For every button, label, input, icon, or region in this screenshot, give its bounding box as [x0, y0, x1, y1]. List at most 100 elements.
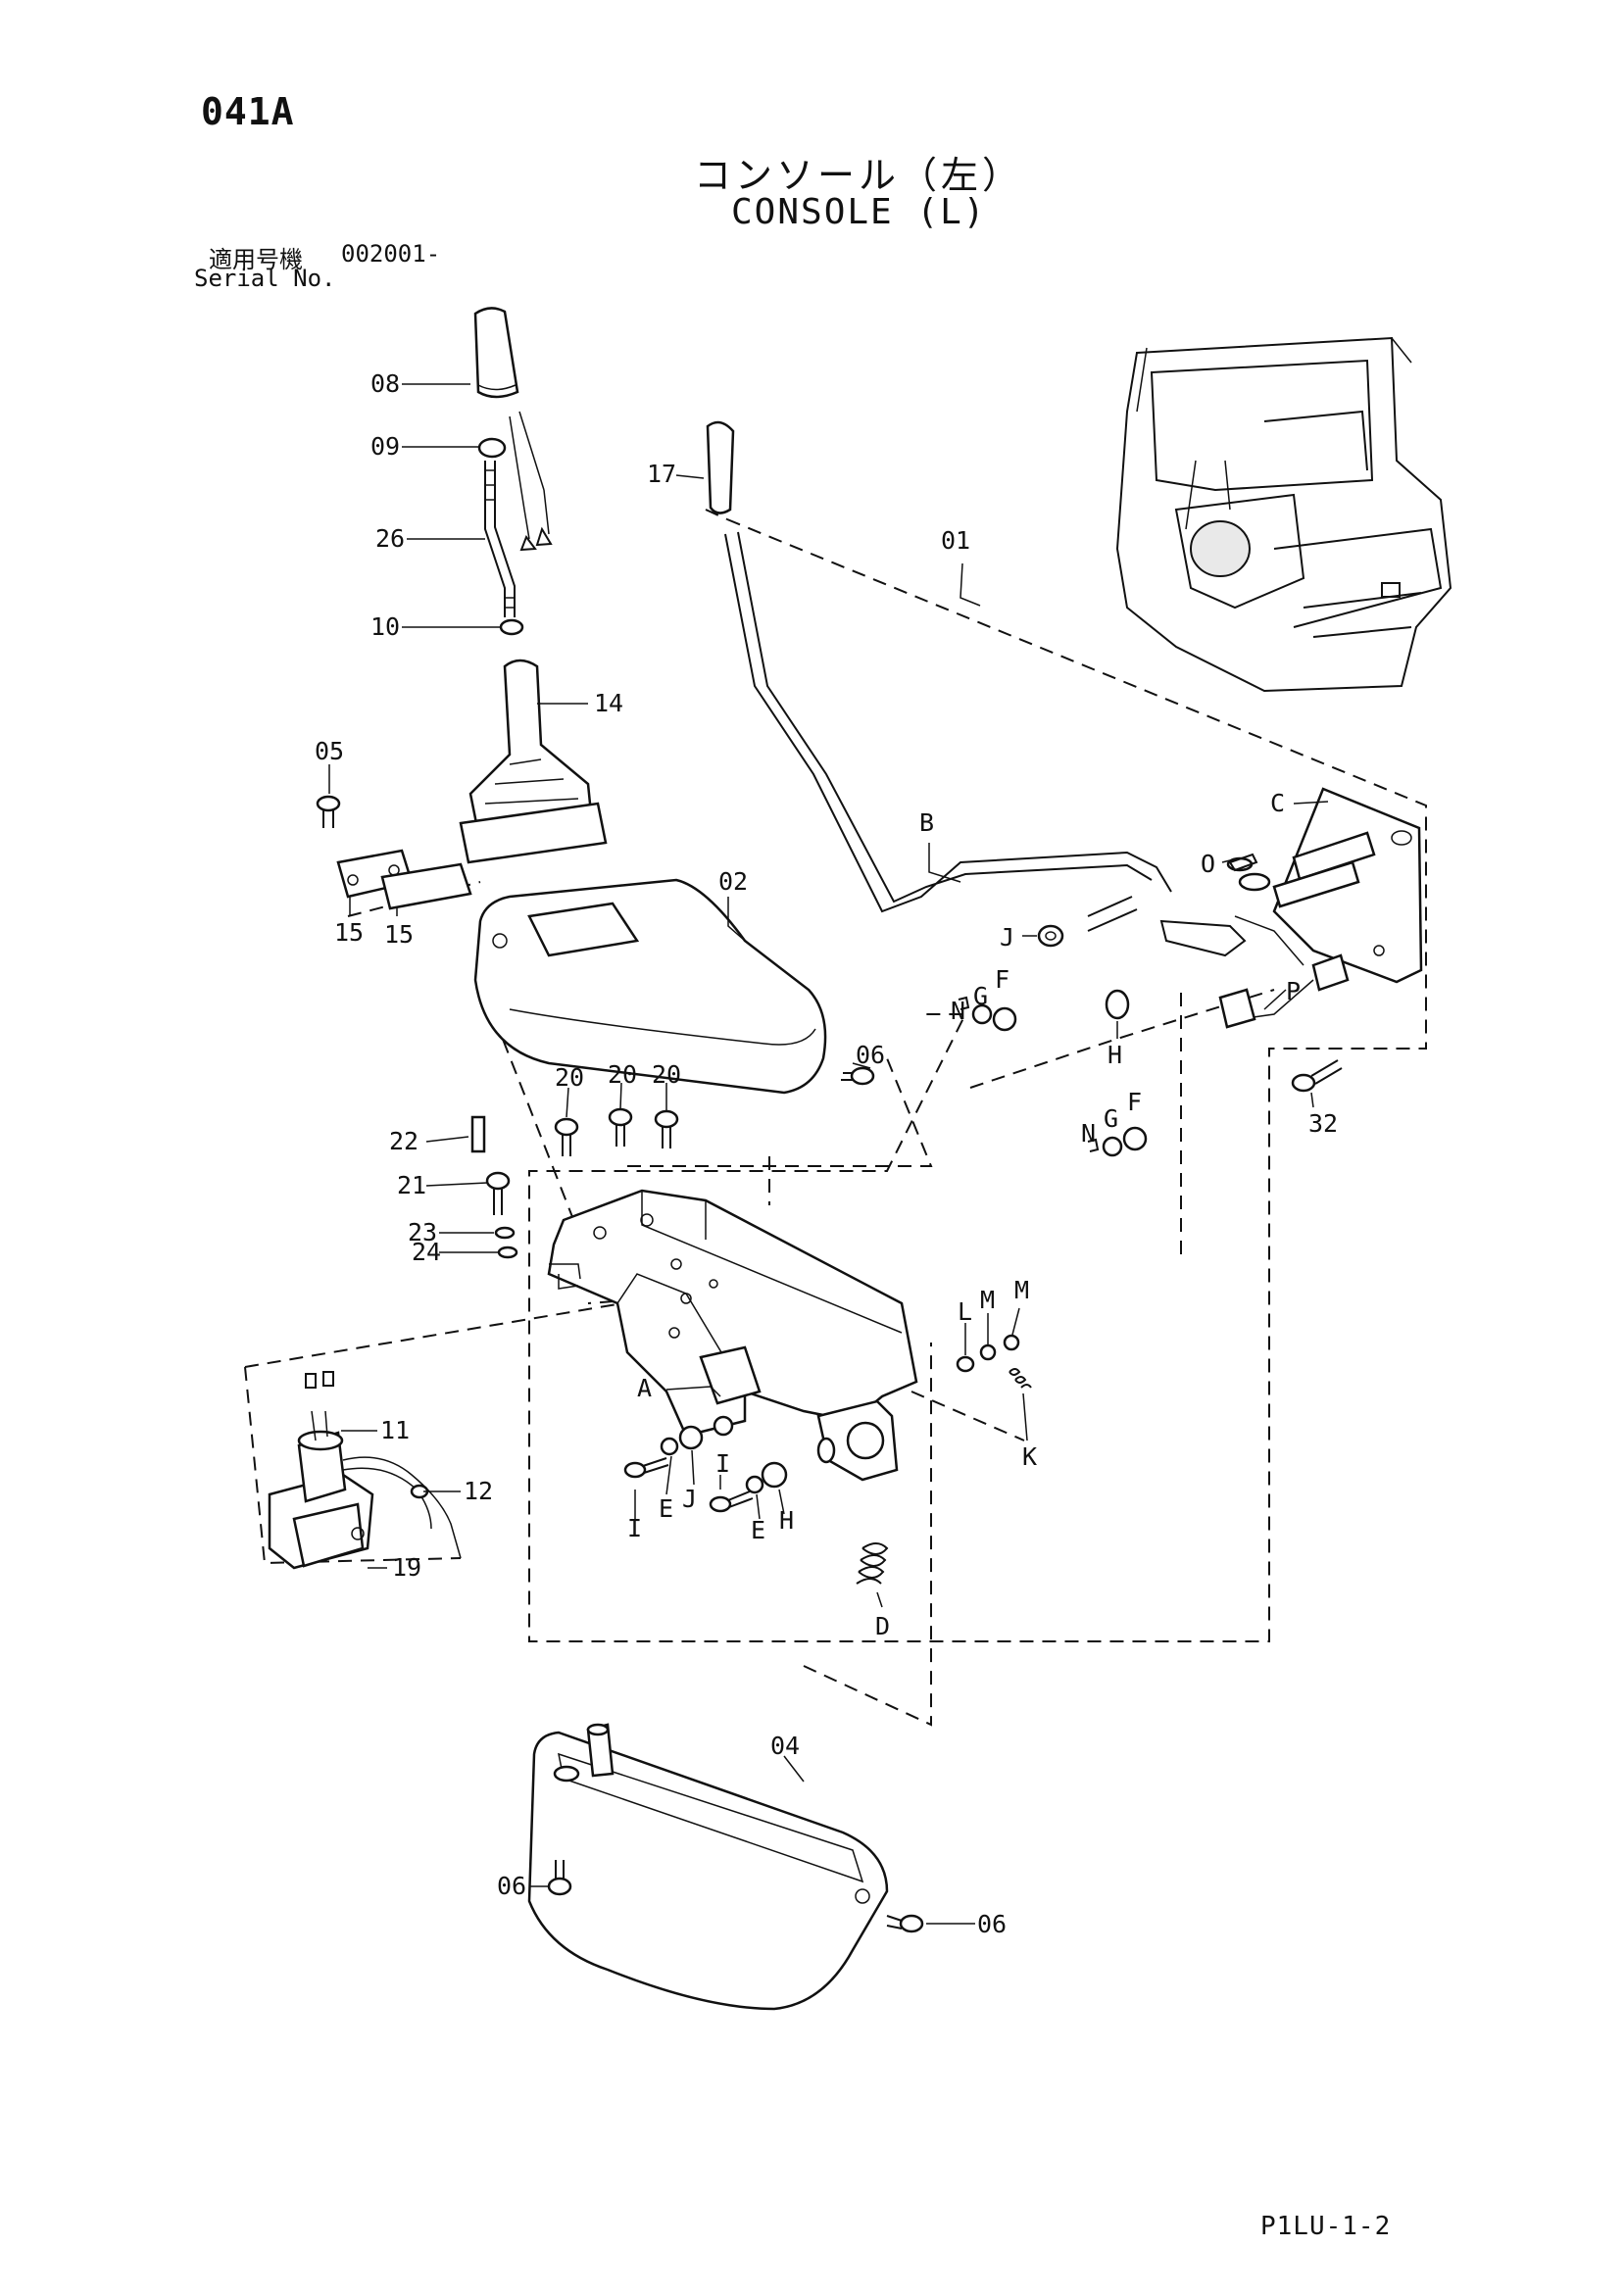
callout-06-side: 06 [977, 1910, 1007, 1938]
callout-32: 32 [1308, 1109, 1338, 1138]
callout-17: 17 [647, 460, 676, 488]
callout-P: P [1286, 977, 1301, 1005]
part-upper-link [1159, 919, 1247, 957]
callout-M-b: M [1014, 1276, 1029, 1304]
callout-F-upper: F [995, 965, 1009, 994]
part-32-bolt [1291, 1059, 1343, 1093]
callout-I-a: I [627, 1514, 642, 1542]
part-05-screw [316, 795, 341, 828]
callout-22: 22 [389, 1127, 418, 1155]
title-japanese: コンソール（左） [694, 154, 1024, 197]
part-M-washer-b [1003, 1334, 1020, 1351]
callout-E-b: E [751, 1516, 765, 1544]
callout-01: 01 [941, 526, 970, 555]
callout-26: 26 [375, 524, 405, 553]
callout-14: 14 [594, 689, 623, 717]
part-NGF-set-lower [1087, 1126, 1148, 1157]
part-20-screws [554, 1107, 679, 1156]
part-I-bolt-b [709, 1490, 754, 1513]
callout-A: A [637, 1374, 652, 1402]
part-04-lower-cover [527, 1723, 889, 2011]
part-10-nut [499, 618, 524, 636]
part-H-bushing-upper [1105, 989, 1130, 1020]
callout-21: 21 [397, 1171, 426, 1199]
part-I-bolt-a [623, 1457, 669, 1479]
part-17-lever-grip [706, 420, 735, 514]
callout-06-bottom: 06 [497, 1872, 526, 1900]
part-O-clip [1228, 853, 1258, 872]
part-24-washer [497, 1246, 518, 1259]
part-E-washer-a [660, 1437, 679, 1456]
part-23-washer [494, 1226, 516, 1240]
callout-10: 10 [370, 612, 400, 641]
part-11-switch [297, 1371, 347, 1503]
callout-D: D [875, 1612, 890, 1640]
callout-15-a: 15 [334, 918, 364, 947]
callout-20-b: 20 [608, 1060, 637, 1089]
callout-J-upper: J [1000, 923, 1014, 952]
callout-G-upper: G [973, 982, 988, 1010]
part-NGF-set-upper [958, 996, 1017, 1032]
callout-N-upper: N [951, 997, 965, 1025]
document-code: P1LU-1-2 [1260, 2212, 1392, 2241]
callout-02: 02 [718, 867, 748, 896]
callout-24: 24 [412, 1238, 441, 1266]
part-06-screw-console [841, 1066, 875, 1086]
part-H-collar-b [761, 1461, 788, 1489]
callout-20-a: 20 [555, 1063, 584, 1092]
leader-lines [328, 383, 1329, 1925]
part-L-nut [956, 1355, 975, 1373]
part-26-lever-shaft [484, 461, 516, 617]
part-K-spring [1009, 1368, 1032, 1389]
part-08-grip [473, 307, 553, 552]
part-P-sensor [1218, 915, 1350, 1029]
serial-label-english: Serial No. [194, 265, 336, 292]
callout-06-console: 06 [856, 1041, 885, 1069]
serial-label-japanese: 適用号機 [209, 246, 303, 273]
callout-H-upper: H [1107, 1041, 1122, 1069]
callout-H-lower: H [779, 1506, 794, 1535]
callout-C: C [1270, 789, 1285, 817]
callout-F-lower: F [1127, 1088, 1142, 1116]
callout-N-lower: N [1081, 1119, 1096, 1148]
callout-23: 23 [408, 1218, 437, 1246]
callout-19: 19 [392, 1553, 421, 1582]
title-english: CONSOLE (L) [731, 192, 987, 232]
callout-20-c: 20 [652, 1060, 681, 1089]
callout-O: O [1201, 850, 1215, 878]
part-pivot-bracket [816, 1399, 899, 1482]
part-E-washer-b [745, 1475, 764, 1494]
part-19-switch-block [268, 1473, 374, 1570]
part-D-spring [856, 1542, 889, 1585]
part-06-screw-bottom [547, 1860, 572, 1896]
part-02-console-cover [473, 878, 827, 1095]
callout-K: K [1022, 1442, 1037, 1471]
callout-04: 04 [770, 1732, 800, 1760]
part-J-bushing-upper [1037, 924, 1064, 948]
part-15-plate-b [380, 862, 472, 910]
callout-B: B [919, 808, 934, 837]
part-09-nut [477, 437, 507, 459]
callout-J-lower: J [682, 1485, 697, 1513]
part-06-screw-side [886, 1914, 924, 1933]
callout-11: 11 [380, 1416, 410, 1444]
part-22-pin [470, 1115, 486, 1153]
part-M-washer-a [979, 1343, 997, 1361]
callout-08: 08 [370, 369, 400, 398]
callout-09: 09 [370, 432, 400, 461]
part-B-lever-rod [724, 531, 1172, 913]
part-14-boot [459, 659, 608, 864]
callout-G-lower: G [1104, 1104, 1118, 1133]
callout-M-a: M [980, 1286, 995, 1314]
callout-labels: 08 09 26 10 14 17 01 05 15 15 02 06 B C … [315, 369, 1338, 1938]
callout-12: 12 [464, 1477, 493, 1505]
callout-I-b: I [715, 1449, 730, 1478]
machine-location-inset [1115, 336, 1452, 693]
callout-15-b: 15 [384, 920, 414, 949]
part-21-bolt [485, 1171, 511, 1215]
callout-E-a: E [659, 1494, 673, 1523]
callout-05: 05 [315, 737, 344, 765]
part-A-main-frame [547, 1189, 918, 1438]
callout-L: L [958, 1297, 972, 1326]
